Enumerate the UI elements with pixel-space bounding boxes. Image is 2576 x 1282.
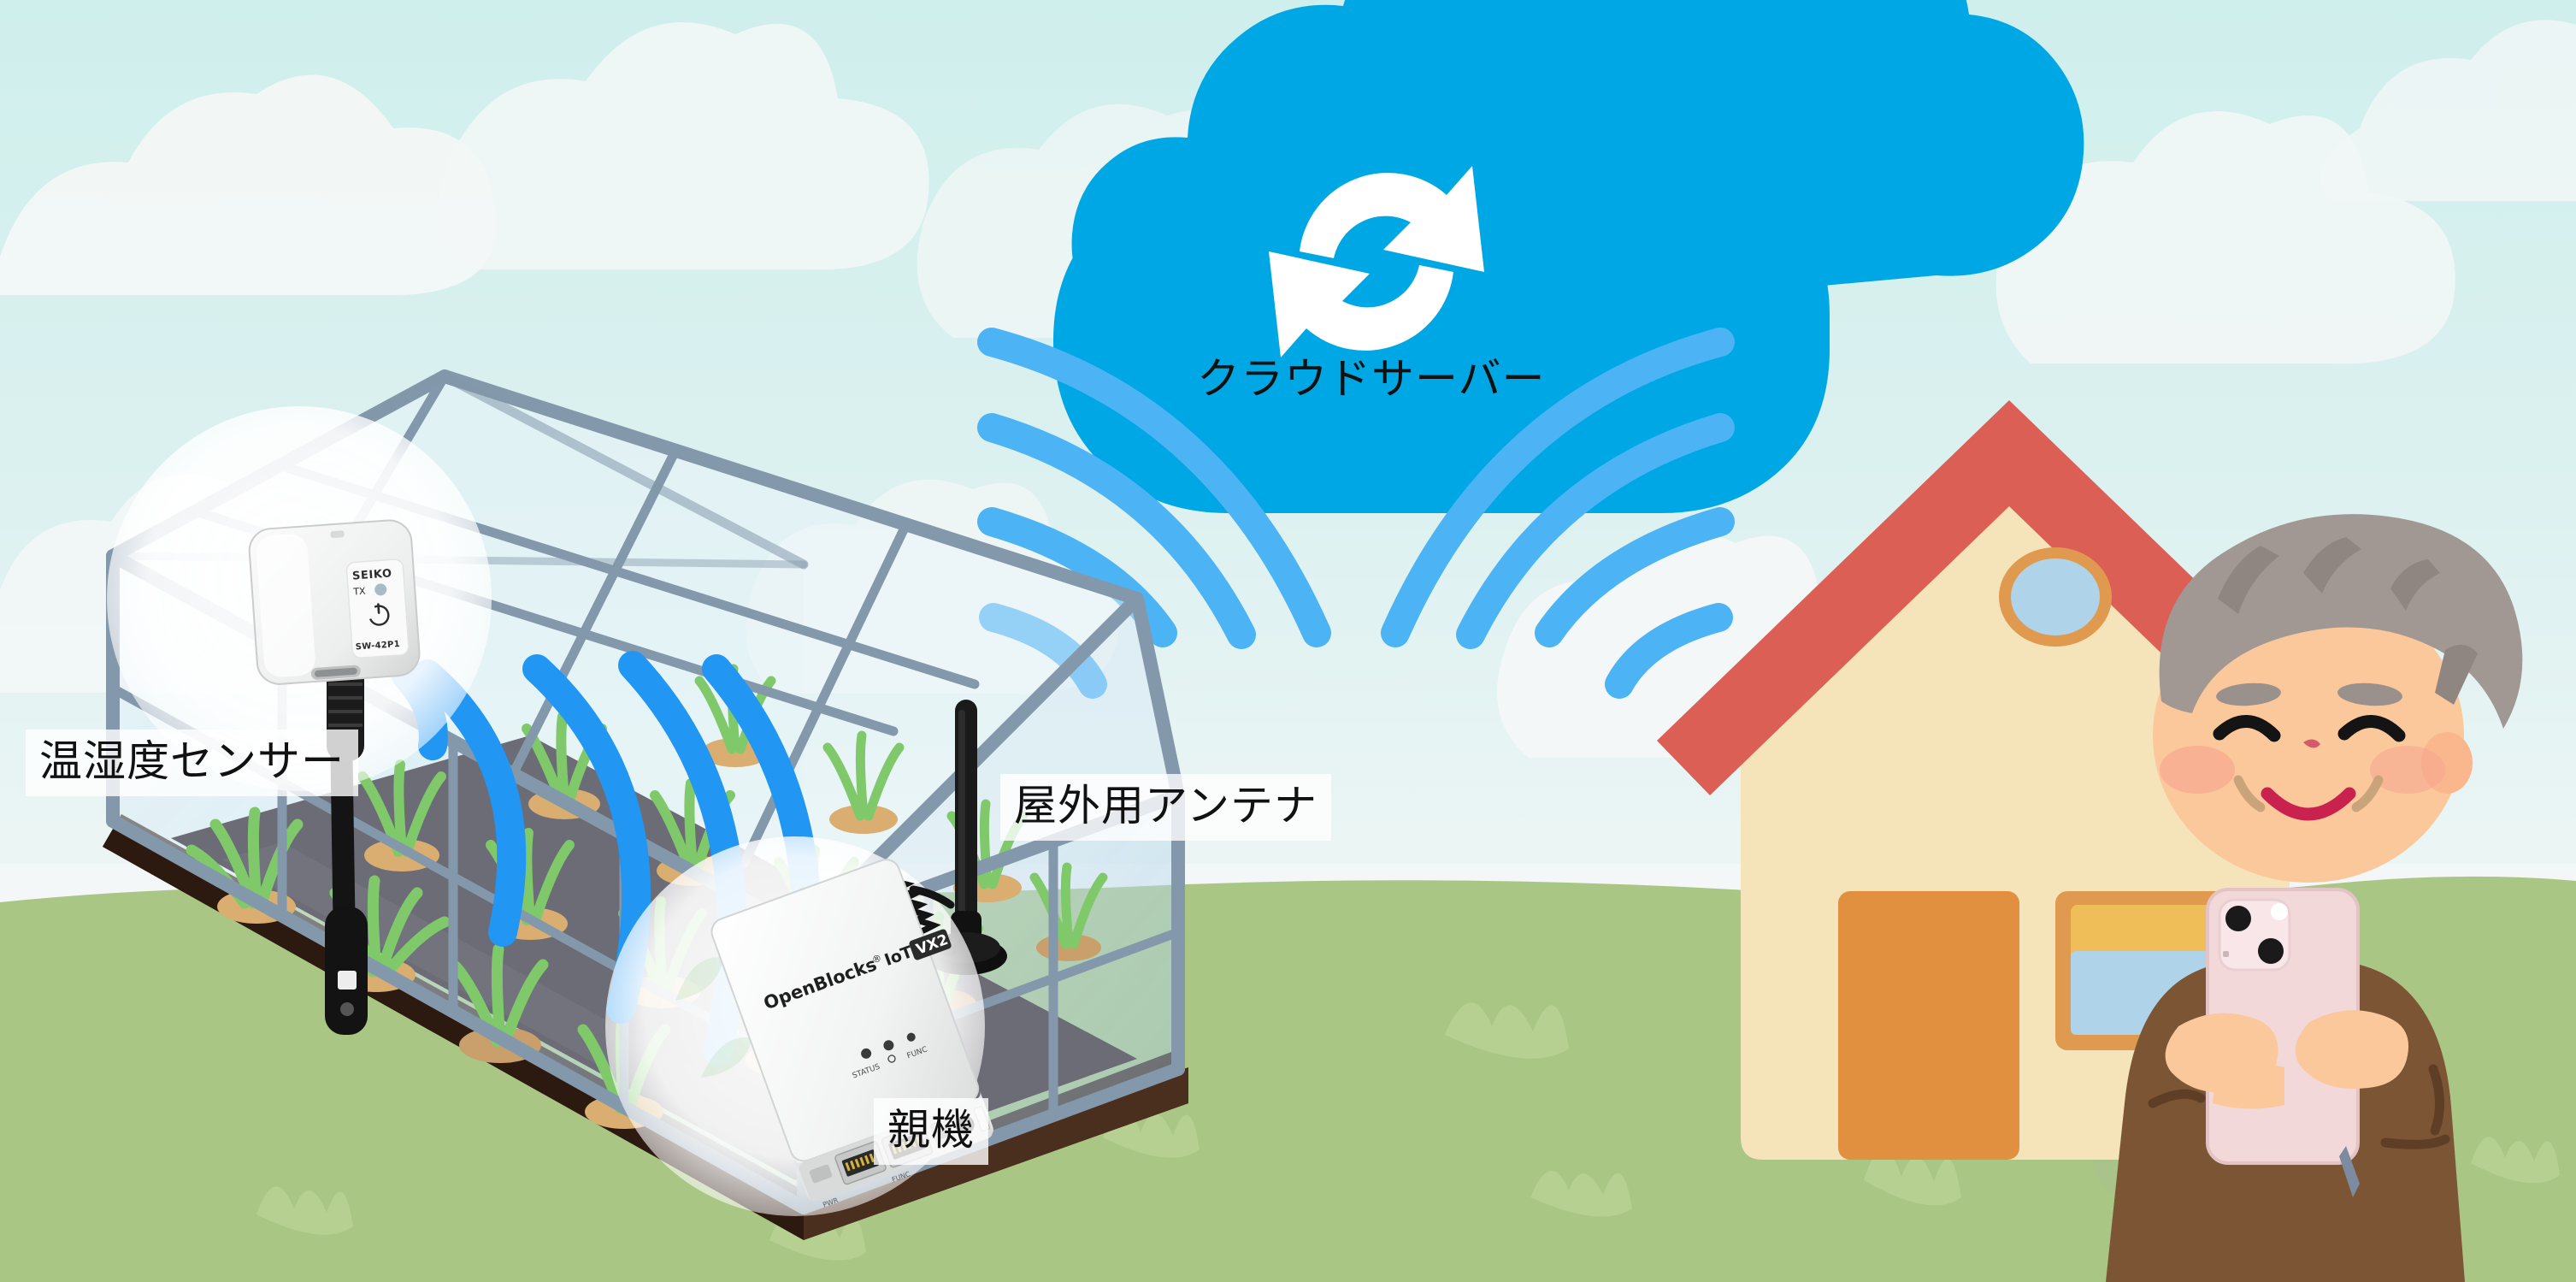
label-outdoor-antenna: 屋外用アンテナ — [1000, 774, 1331, 841]
house-round-window — [1999, 547, 2112, 647]
sensor-model-text: SW-42P1 — [355, 640, 400, 653]
person-hair-strands — [2218, 537, 2478, 705]
person-blush-right — [2370, 746, 2445, 794]
signal-arc-right-4 — [1605, 603, 1733, 699]
label-cloud-server: クラウドサーバー — [1197, 354, 1546, 404]
person-eyebrows — [2216, 682, 2402, 706]
person-mouth — [2261, 787, 2356, 821]
label-temp-humidity-sensor: 温湿度センサー — [26, 730, 358, 796]
power-button-icon — [368, 603, 390, 626]
person-pen — [2339, 1146, 2360, 1197]
person-hands — [2165, 1010, 2409, 1109]
gateway-registered-mark: ® — [870, 952, 883, 966]
sensor-body: SEIKO TX SW-42P1 — [248, 519, 421, 685]
sensor-tx-text: TX — [352, 586, 367, 598]
person-blush-left — [2160, 746, 2235, 794]
person-nose — [2303, 739, 2320, 748]
house-door — [1838, 891, 2019, 1160]
signal-arc-right-1 — [1381, 328, 1735, 647]
sensor-brand-text: SEIKO — [352, 567, 393, 582]
signal-arc-right-2 — [1456, 413, 1735, 649]
signal-arc-left-4 — [979, 603, 1107, 699]
signal-arc-left-2 — [977, 413, 1256, 649]
sync-refresh-icon — [1269, 166, 1484, 357]
signal-arc-left-1 — [977, 328, 1331, 647]
signal-arc-left-3 — [977, 507, 1177, 647]
label-base-station: 親機 — [874, 1098, 988, 1165]
signal-arc-right-3 — [1535, 507, 1735, 647]
person-eyes — [2213, 715, 2406, 742]
